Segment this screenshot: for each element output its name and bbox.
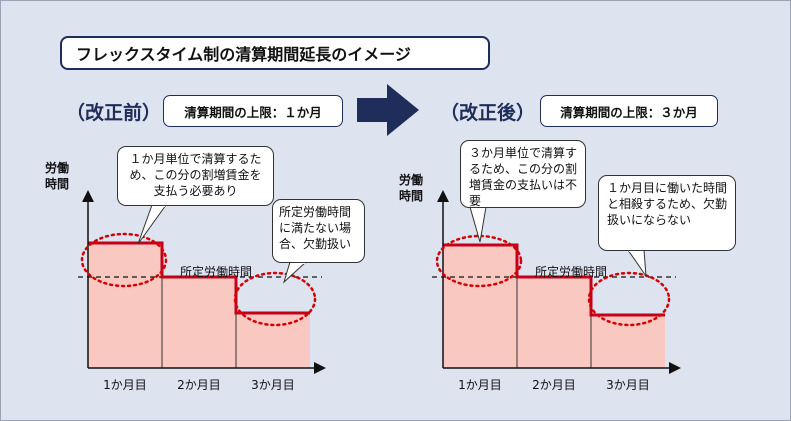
before-shortage-callout-text: 所定労働時間に満たない場合、欠勤扱い <box>279 205 352 251</box>
before-standard-label: 所定労働時間 <box>180 265 253 279</box>
before-chart <box>78 190 326 374</box>
before-excess-callout-text: １か月単位で清算するため、この分の割増賃金を支払う必要あり <box>129 152 262 198</box>
after-shortage-callout: １か月目に働いた時間と相殺するため、欠勤扱いにならない <box>598 175 736 251</box>
before-y-axis-label: 労働 時間 <box>42 160 72 192</box>
after-x-label-2: 2か月目 <box>532 378 576 392</box>
before-x-label-3: 3か月目 <box>251 378 295 392</box>
right-arrow-icon <box>357 84 419 136</box>
before-excess-callout: １か月単位で清算するため、この分の割増賃金を支払う必要あり <box>117 146 274 206</box>
after-x-label-1: 1か月目 <box>458 378 502 392</box>
after-y-axis-label: 労働 時間 <box>396 172 426 204</box>
before-heading: （改正前） <box>66 102 162 124</box>
after-chart <box>432 190 681 374</box>
before-shortage-callout: 所定労働時間に満たない場合、欠勤扱い <box>272 199 365 263</box>
after-work-line <box>443 243 665 317</box>
after-bar-month1 <box>443 245 517 368</box>
after-standard-label: 所定労働時間 <box>535 265 608 279</box>
after-limit-text: 清算期間の上限：３か月 <box>560 104 698 120</box>
before-x-label-2: 2か月目 <box>177 378 221 392</box>
before-bar-month1 <box>88 243 162 368</box>
before-bar-month3 <box>236 313 310 368</box>
before-y-axis-label-text: 労働 時間 <box>44 161 69 191</box>
after-y-axis-label-text: 労働 時間 <box>398 173 423 203</box>
after-bar-month2 <box>517 277 591 368</box>
diagram-title: フレックスタイム制の清算期間延長のイメージ <box>60 36 490 70</box>
diagram-title-text: フレックスタイム制の清算期間延長のイメージ <box>76 45 411 64</box>
after-shortage-highlight <box>587 271 671 327</box>
after-bar-month3 <box>591 315 665 368</box>
after-excess-callout: ３か月単位で清算するため、この分の割増賃金の支払いは不要 <box>460 140 586 208</box>
before-x-label-1: 1か月目 <box>103 378 147 392</box>
before-excess-highlight <box>80 232 168 288</box>
before-work-line <box>88 241 310 315</box>
after-excess-callout-text: ３か月単位で清算するため、この分の割増賃金の支払いは不要 <box>469 146 578 208</box>
after-limit-box: 清算期間の上限：３か月 <box>540 95 718 127</box>
after-heading: （改正後） <box>440 102 536 124</box>
after-shortage-callout-text: １か月目に働いた時間と相殺するため、欠勤扱いにならない <box>607 181 728 227</box>
before-limit-text: 清算期間の上限：１か月 <box>184 104 322 120</box>
before-bar-month2 <box>162 277 236 368</box>
before-shortage-highlight <box>233 271 317 327</box>
after-x-label-3: 3か月目 <box>606 378 650 392</box>
after-excess-highlight <box>435 234 523 288</box>
before-limit-box: 清算期間の上限：１か月 <box>163 95 343 127</box>
